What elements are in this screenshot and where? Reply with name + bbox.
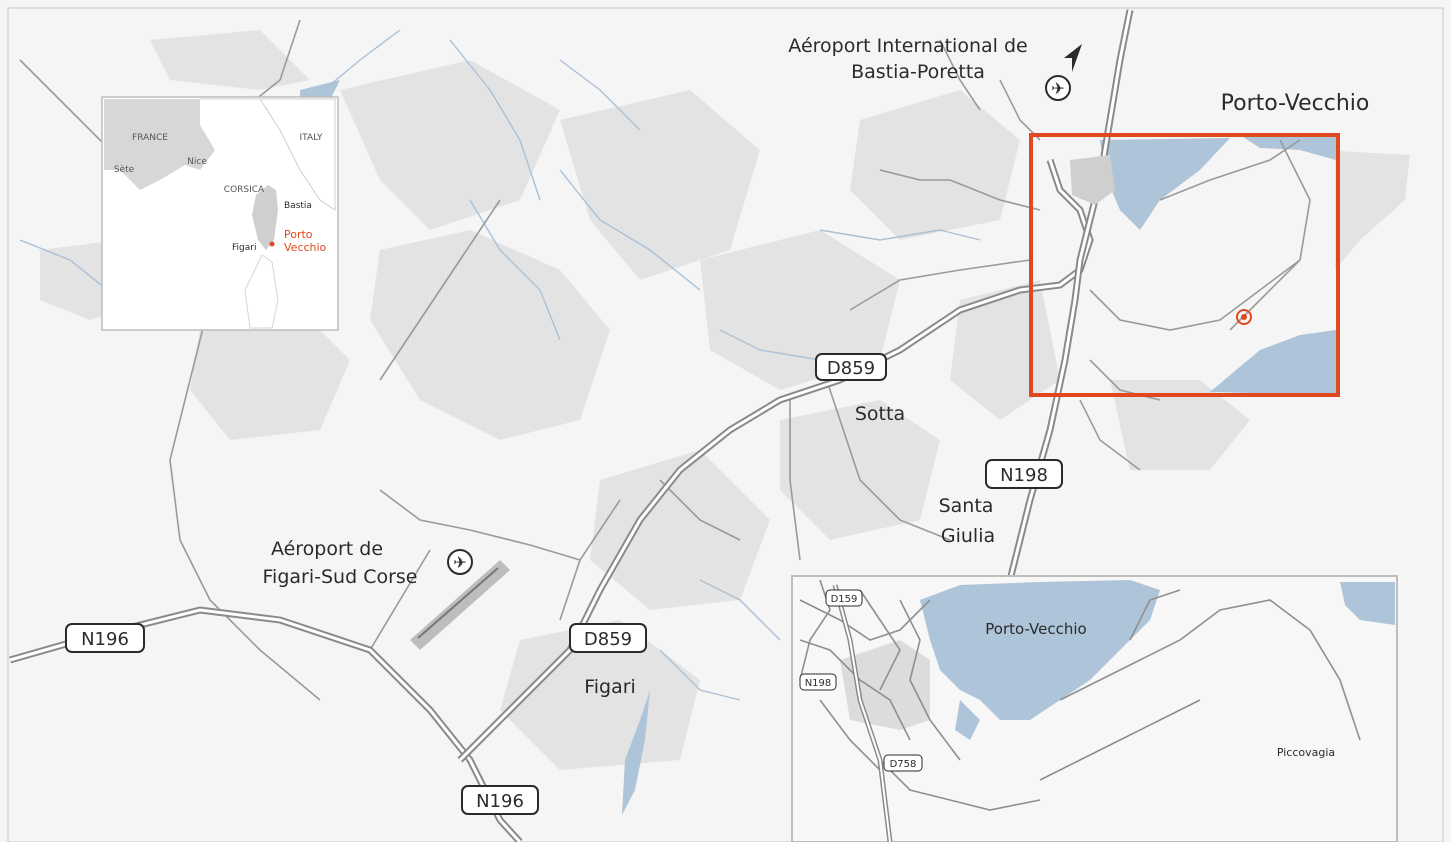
svg-text:D758: D758 [890,759,917,770]
label-sotta: Sotta [855,403,905,425]
locator-label-nice: Nice [187,157,207,167]
locator-label-sete: Sète [114,164,135,175]
detail-label-porto-vecchio: Porto-Vecchio [985,620,1086,638]
detail-label-piccovagia: Piccovagia [1277,746,1335,759]
label-santa-giulia-line2: Giulia [941,525,995,547]
label-airport-figari: Aéroport de [271,538,383,560]
town-areas [1070,155,1115,205]
road-shield-n196: N196 [65,623,145,653]
road-shield-d859: D859 [569,623,647,653]
svg-text:N198: N198 [1000,465,1048,486]
detail-shield-d159: D159 [825,589,863,607]
svg-text:N198: N198 [805,678,832,689]
locator-label-bastia: Bastia [284,201,312,211]
locator-label-france: FRANCE [132,133,168,143]
location-marker-icon[interactable] [1236,309,1252,325]
detail-inset[interactable]: Porto-Vecchio Piccovagia D159 N198 D758 [791,575,1398,842]
figari-runway [410,560,510,650]
terrain-shading [40,30,1410,770]
label-santa-giulia: Santa [939,495,994,517]
locator-label-porto: Porto [284,228,313,241]
porto-vecchio-highlight-box[interactable] [1029,133,1340,397]
road-shield-d859: D859 [815,353,887,381]
svg-text:N196: N196 [476,791,524,812]
locator-label-vecchio: Vecchio [284,241,327,254]
locator-label-figari: Figari [232,243,256,253]
svg-text:D859: D859 [827,358,875,379]
svg-text:D159: D159 [831,594,858,605]
svg-text:✈: ✈ [1051,79,1064,98]
label-porto-vecchio: Porto-Vecchio [1221,91,1370,116]
svg-text:N196: N196 [81,629,129,650]
road-shield-n198: N198 [985,459,1063,489]
map-frame [7,7,1444,842]
airport-icon[interactable]: ✈ [447,549,473,575]
label-airport-bastia: Aéroport International de [788,35,1027,57]
detail-shield-n198: N198 [799,673,837,691]
locator-label-italy: ITALY [300,133,323,143]
road-shield-n196: N196 [461,785,539,815]
label-airport-bastia-line2: Bastia-Poretta [851,61,985,83]
svg-text:D859: D859 [584,629,632,650]
label-airport-figari-line2: Figari-Sud Corse [263,566,418,588]
locator-label-corsica: CORSICA [224,185,265,195]
airport-icon[interactable]: ✈ [1045,75,1071,101]
label-figari: Figari [584,676,636,698]
svg-text:✈: ✈ [453,553,466,572]
north-arrow-icon [1064,44,1082,72]
locator-inset[interactable]: FRANCE ITALY Sète Nice CORSICA Bastia Fi… [101,96,339,331]
detail-shield-d758: D758 [883,754,923,772]
